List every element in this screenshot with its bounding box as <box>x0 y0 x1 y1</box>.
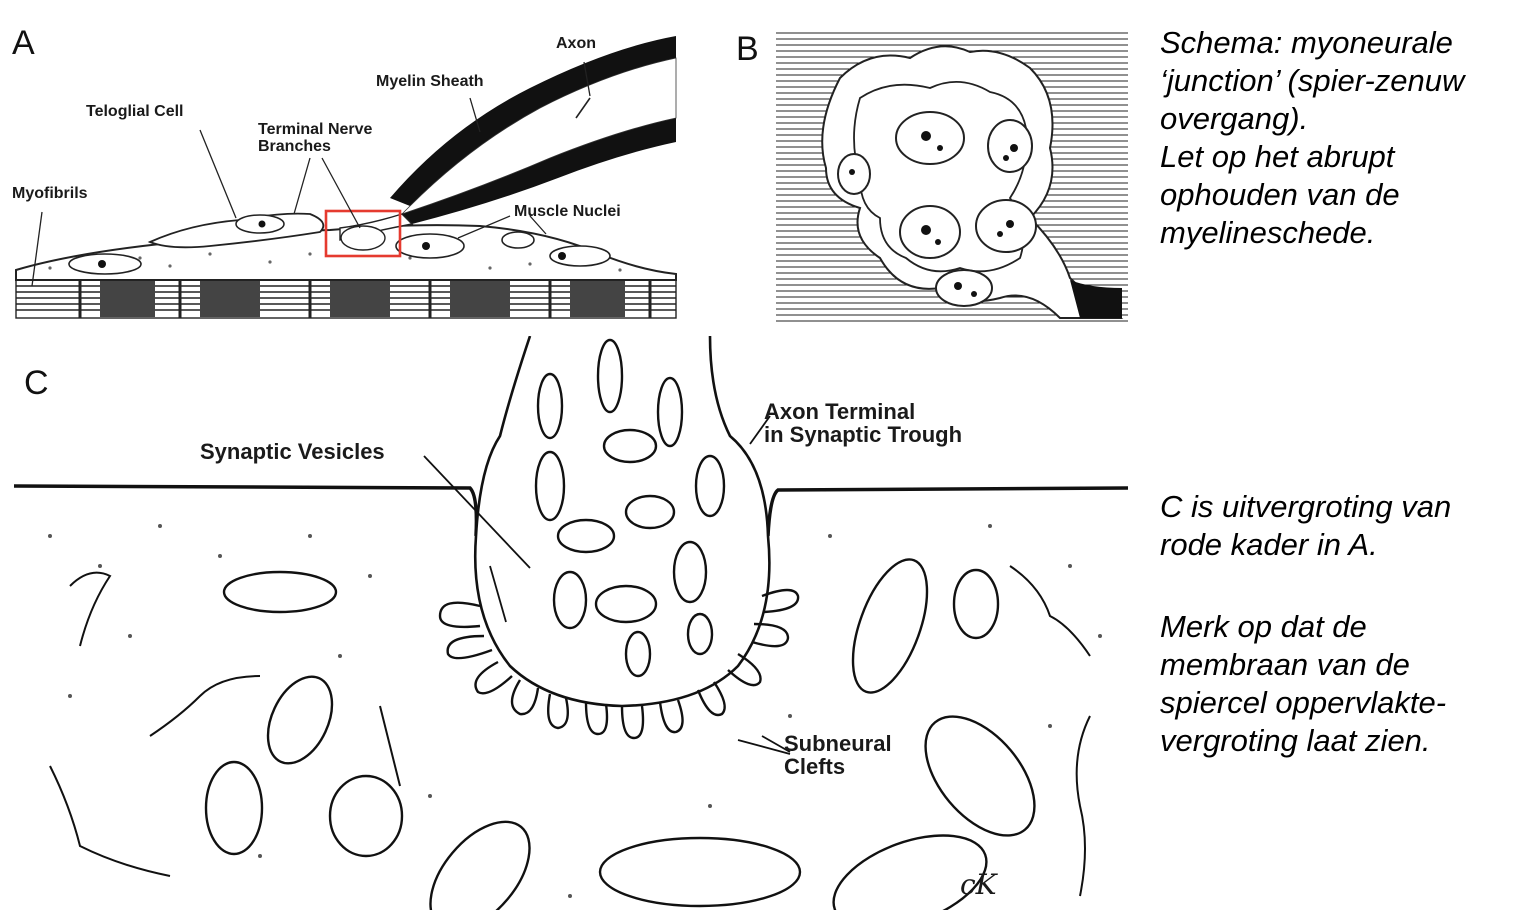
label-myofibrils: Myofibrils <box>12 185 88 202</box>
panel-c-illustration <box>13 336 1129 910</box>
panel-b-illustration <box>776 32 1128 322</box>
highlight-box <box>324 209 402 258</box>
caption-top: Schema: myoneurale ‘junction’ (spier-zen… <box>1160 25 1465 250</box>
myelin-stub <box>1070 280 1122 318</box>
label-subneural-clefts: Subneural Clefts <box>784 731 892 780</box>
b-nuclei <box>837 111 1037 307</box>
myofibril-bands <box>15 279 677 319</box>
panel-b-letter: B <box>736 30 759 68</box>
panel-b: B <box>730 18 1134 324</box>
label-muscle-nuclei: Muscle Nuclei <box>514 203 621 220</box>
axon-terminal <box>473 336 771 708</box>
label-teloglial-cell: Teloglial Cell <box>86 103 184 120</box>
panel-a-illustration <box>15 36 677 319</box>
panel-c-letter: C <box>24 364 49 402</box>
artist-signature: cK <box>960 868 997 901</box>
axon-core <box>401 57 677 215</box>
caption-middle: C is uitvergroting van rode kader in A. <box>1160 489 1452 562</box>
reticulum-tubules <box>49 565 1091 897</box>
myelin-sheath-lower <box>402 118 676 224</box>
label-terminal-nerve-branches: Terminal Nerve Branches <box>258 121 373 155</box>
myelin-sheath-upper <box>390 36 676 206</box>
muscle-mitochondria <box>204 558 1036 910</box>
subneural-clefts <box>438 588 800 740</box>
panel-c: C Synaptic Vesicles Axon Terminal in Syn… <box>10 336 1130 910</box>
label-axon: Axon <box>556 35 596 52</box>
terminal-mitochondria <box>534 338 726 678</box>
panel-a: A Axon Myelin Sheath Teloglial Cell Term… <box>10 18 680 320</box>
label-myelin-sheath: Myelin Sheath <box>376 73 484 90</box>
label-axon-terminal: Axon Terminal in Synaptic Trough <box>764 399 963 448</box>
caption-bottom: Merk op dat de membraan van de spiercel … <box>1160 609 1447 758</box>
panel-a-letter: A <box>12 24 35 62</box>
label-synaptic-vesicles: Synaptic Vesicles <box>200 439 385 464</box>
